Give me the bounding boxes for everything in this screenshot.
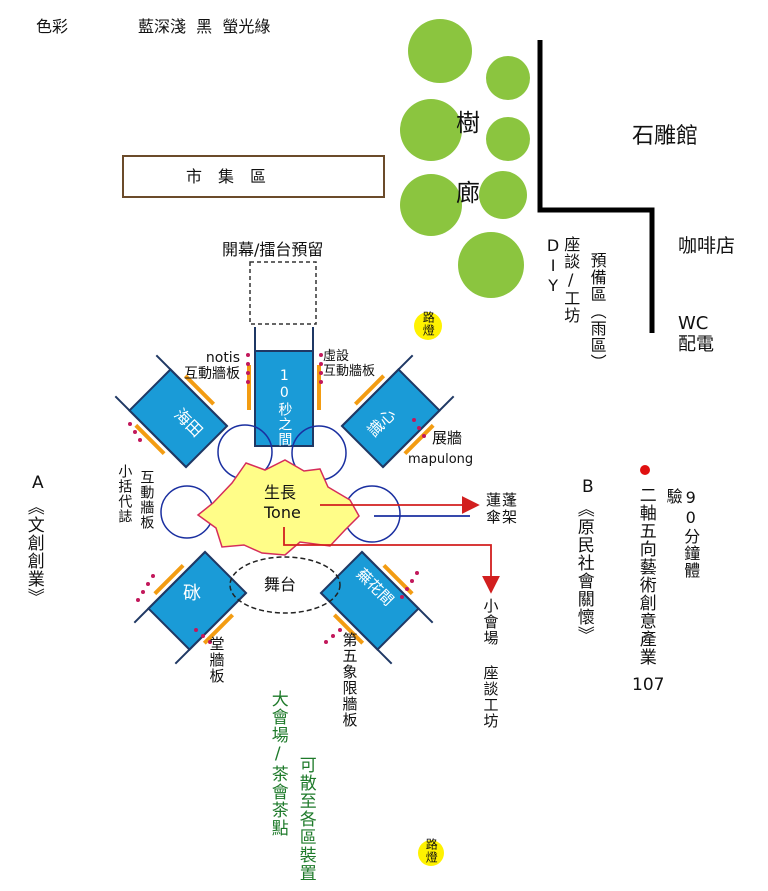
color-legend-label: 色彩 xyxy=(36,17,69,36)
arm-lower-left xyxy=(133,550,248,665)
axis-title: 二軸五向藝術創意產業 xyxy=(635,486,656,666)
sculpture-hall-wall xyxy=(537,40,655,333)
stage-label: 舞台 xyxy=(264,575,297,594)
streetlight-bottom xyxy=(418,840,444,866)
arm-upper-left xyxy=(114,354,229,469)
arm-upper-right xyxy=(340,354,455,469)
scatter-label: 可散至各區裝置 xyxy=(295,756,316,882)
tree-label-1: 樹 xyxy=(456,109,480,137)
hub-star xyxy=(196,459,360,556)
wc-label: WC 配電 xyxy=(678,313,714,355)
arm-lower-left-label: 砯 xyxy=(183,583,201,604)
axis-number: 107 xyxy=(632,675,665,695)
market-box xyxy=(122,155,385,198)
experience-label: 90分鐘體驗 xyxy=(663,488,701,579)
zone-a-title: 《文創創業》 xyxy=(23,498,44,606)
wall-dots xyxy=(128,353,426,644)
hub-subtitle: Tone xyxy=(264,503,301,522)
arrow-small-venue xyxy=(283,527,500,594)
streetlight-label-top: 路燈 xyxy=(421,311,436,337)
cafe-label: 咖啡店 xyxy=(678,235,736,257)
talk-workshop-label: 座談/工坊DIY xyxy=(543,236,581,324)
color-legend-values: 藍深淺 黑 螢光綠 xyxy=(138,17,271,36)
xushe-wall-label: 虛設 互動牆板 xyxy=(323,349,376,379)
arm-top-label: 10秒之間 xyxy=(276,368,293,447)
market-label: 市 集 區 xyxy=(186,167,267,186)
sculpture-hall-label: 石雕館 xyxy=(632,124,699,149)
zone-b-letter: B xyxy=(582,477,594,497)
zone-b-title: 《原民社會關懷》 xyxy=(573,500,594,644)
tree-corridor xyxy=(400,19,530,298)
streetlight-label-bottom: 路燈 xyxy=(424,838,439,864)
big-venue-label: 大會場/茶會茶點 xyxy=(267,690,288,837)
tang-board-label: 堂牆板 xyxy=(207,636,226,684)
stage-reserve-label: 開幕/擂台預留 xyxy=(222,240,324,259)
mapulong-label: mapulong xyxy=(408,452,474,467)
stage-reserve-box xyxy=(249,261,317,325)
zone-a-letter: A xyxy=(32,473,44,493)
exhibit-wall-label: 展牆 xyxy=(432,429,463,447)
hub-title: 生長 xyxy=(264,483,297,502)
xiaokuo-label: 小括代誌 xyxy=(116,464,133,524)
arm-lower-right xyxy=(319,550,434,665)
experience-dot xyxy=(640,465,650,475)
fifth-board-label: 第五象限牆板 xyxy=(340,632,359,728)
tree-label-2: 廊 xyxy=(456,179,480,207)
streetlight-top xyxy=(414,312,442,340)
umbrella-label: 蓮蓬傘架 xyxy=(486,491,519,526)
xiaokuo-board-label: 互動牆板 xyxy=(138,470,155,530)
rain-reserve-label: 預備區（雨區） xyxy=(587,252,607,371)
notis-wall-label: notis 互動牆板 xyxy=(184,350,240,383)
stage-ellipse xyxy=(229,556,341,614)
small-venue-label: 小會場 座談工坊 xyxy=(481,598,500,729)
